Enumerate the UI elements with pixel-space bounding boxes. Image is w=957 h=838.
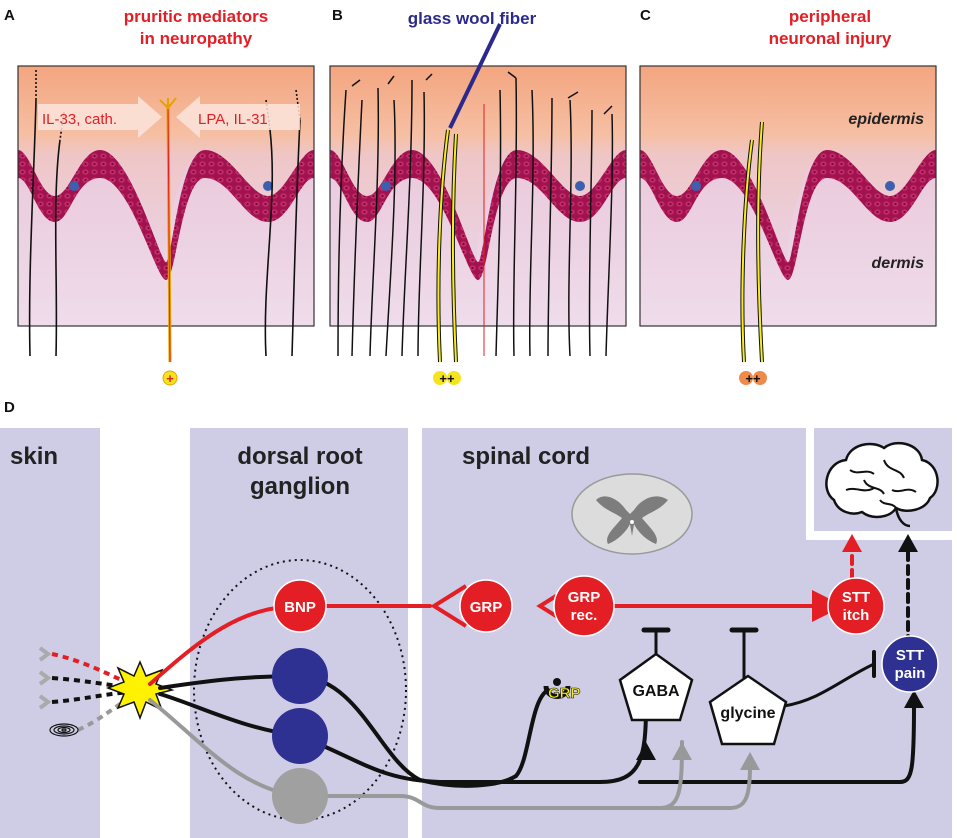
panel-a-fiber-marker: + [162,370,178,386]
panel-d-backgrounds [0,428,952,838]
arrowhead-gaba-grey [672,742,692,760]
panel-a-arrow-left: IL-33, cath. [38,96,162,138]
panel-b-title: glass wool fiber [408,9,537,28]
skin-receptor-icon [49,723,79,737]
panel-c-letter: C [640,7,651,24]
svg-text:GRP: GRP [470,599,503,616]
bnp-neuron: BNP [273,579,327,633]
pathways [148,546,916,810]
spinal-cord-section-icon [571,473,693,555]
drg-boundary [193,559,407,821]
skin-label: skin [10,443,58,470]
svg-text:STT: STT [842,589,870,606]
epidermis-label: epidermis [848,111,924,128]
dermis-label: dermis [872,255,925,272]
svg-text:++: ++ [439,371,455,386]
arrowhead-stt-pain [904,690,924,708]
svg-text:GABA: GABA [632,683,680,700]
svg-text:itch: itch [843,607,870,624]
svg-text:+: + [166,371,174,386]
grp-neuron: GRP [459,579,513,633]
drg-label-1: dorsal root [237,443,362,470]
drg-neuron-grey [272,768,328,824]
grp-receptor-cup [543,678,571,699]
panel-a-arrow-right: LPA, IL-31 [176,96,300,138]
gaba-interneuron: GABA [618,652,694,722]
drg-label-2: ganglion [250,473,350,500]
brain-icon [825,441,939,528]
grp-rec-neuron: GRP rec. [553,575,615,637]
svg-text:rec.: rec. [571,607,598,624]
panel-a-title-2: in neuropathy [140,29,253,48]
panel-a-title-1: pruritic mediators [124,7,269,26]
svg-text:pain: pain [895,665,926,682]
grp-receptor-label: GRP [548,685,581,702]
svg-text:GRP: GRP [568,589,601,606]
panel-b-fiber-marker: ++ [433,371,461,386]
arrowhead-brain-red [842,534,862,552]
svg-text:BNP: BNP [284,599,316,616]
stt-itch-neuron: STT itch [827,577,885,635]
svg-text:++: ++ [745,371,761,386]
arrowhead-gaba [636,742,656,760]
panel-c-itch-fibers [740,121,764,363]
panel-a-letter: A [4,7,15,24]
glass-wool-fiber [448,23,502,129]
panel-a-arrow-left-label: IL-33, cath. [42,111,117,128]
panel-b-skin [329,65,627,327]
panel-c-title-1: peripheral [789,7,871,26]
drg-neuron-navy-1 [272,648,328,704]
panel-c-fiber-marker: ++ [739,371,767,386]
panel-b-fibers [337,71,614,357]
glycine-interneuron: glycine [708,674,788,746]
svg-text:STT: STT [896,647,924,664]
stt-pain-neuron: STT pain [881,635,939,693]
panel-c-title-2: neuronal injury [769,29,892,48]
spinal-cord-label: spinal cord [462,443,590,470]
panel-b-itch-fibers [436,104,485,363]
panel-c-skin [639,65,937,327]
panel-a-arrow-right-label: LPA, IL-31 [198,111,268,128]
arrowhead-glycine-grey [740,752,760,770]
svg-text:glycine: glycine [720,705,775,722]
arrowhead-brain-black [898,534,918,552]
panel-b-letter: B [332,7,343,24]
grp-synapse-left [430,584,468,628]
drg-neuron-navy-2 [272,708,328,764]
panel-d-letter: D [4,399,15,416]
